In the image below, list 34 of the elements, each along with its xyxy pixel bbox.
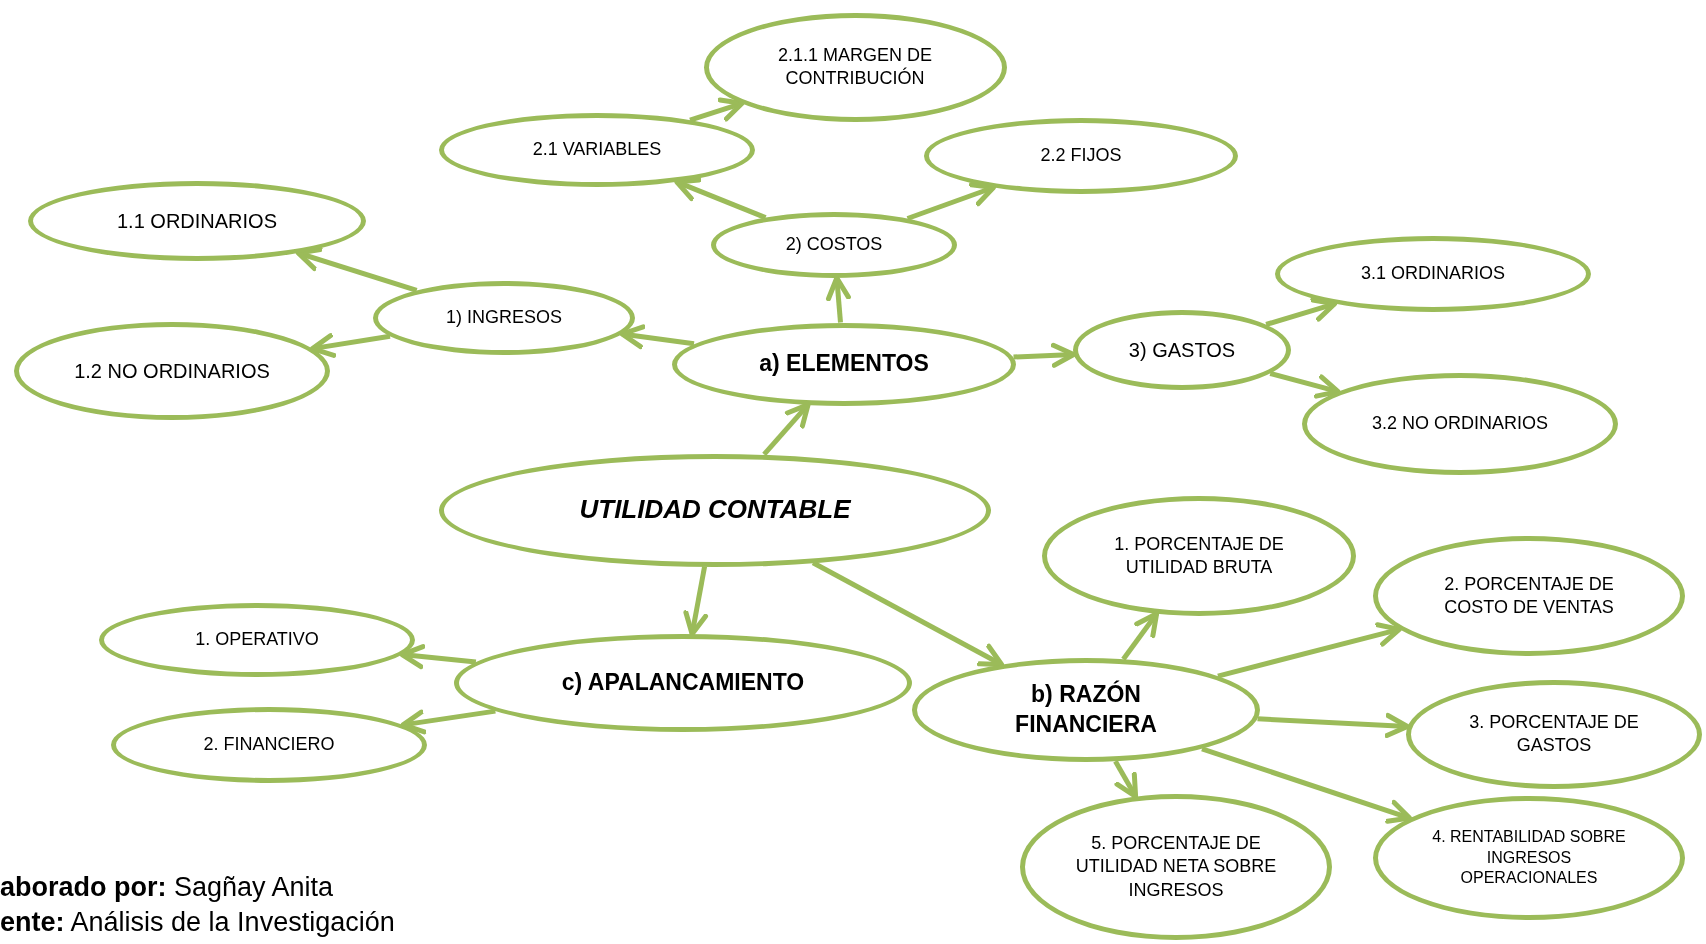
- node-label: 2) COSTOS: [785, 233, 883, 257]
- node-label: 3. PORCENTAJE DE GASTOS: [1468, 710, 1640, 757]
- node-label: 3.2 NO ORDINARIOS: [1371, 412, 1548, 436]
- node-label: 4. RENTABILIDAD SOBRE INGRESOS OPERACIONALES: [1431, 826, 1627, 889]
- node-label: 2. FINANCIERO: [203, 733, 335, 757]
- node-label: 1.2 NO ORDINARIOS: [74, 359, 270, 384]
- arrow: [310, 333, 391, 358]
- arrow: [400, 708, 496, 735]
- node-label: c) APALANCAMIENTO: [561, 668, 805, 698]
- arrow: [906, 182, 996, 221]
- source-note: aborado por: Sagñay Anita: [0, 871, 335, 904]
- node-label: 2.2 FIJOS: [1040, 144, 1122, 168]
- arrow: [399, 644, 477, 670]
- node-label: 1.1 ORDINARIOS: [116, 209, 277, 234]
- node-label: 5. PORCENTAJE DE UTILIDAD NETA SOBRE INGRESOS: [1074, 831, 1278, 902]
- node-label: a) ELEMENTOS: [759, 349, 929, 379]
- arrow: [619, 324, 695, 350]
- source-note: ente: Análisis de la Investigación: [0, 906, 395, 940]
- node-label: 1. PORCENTAJE DE UTILIDAD BRUTA: [1113, 532, 1285, 579]
- node-label: 3.1 ORDINARIOS: [1360, 262, 1505, 286]
- arrow: [1201, 746, 1413, 824]
- node-label: 2.1 VARIABLES: [532, 138, 662, 162]
- arrow: [1265, 297, 1338, 327]
- node-label: b) RAZÓN FINANCIERA: [1014, 680, 1158, 739]
- arrow: [689, 97, 745, 123]
- arrow: [295, 247, 418, 293]
- arrow: [1217, 622, 1402, 679]
- arrow: [1269, 371, 1341, 399]
- node-label: 1) INGRESOS: [446, 306, 562, 330]
- node-label: UTILIDAD CONTABLE: [579, 493, 851, 527]
- node-label: 2. PORCENTAJE DE COSTO DE VENTAS: [1443, 572, 1615, 619]
- node-label: 1. OPERATIVO: [195, 628, 319, 652]
- node-label: 3) GASTOS: [1128, 338, 1236, 363]
- node-label: 2.1.1 MARGEN DE CONTRIBUCIÓN: [776, 43, 933, 90]
